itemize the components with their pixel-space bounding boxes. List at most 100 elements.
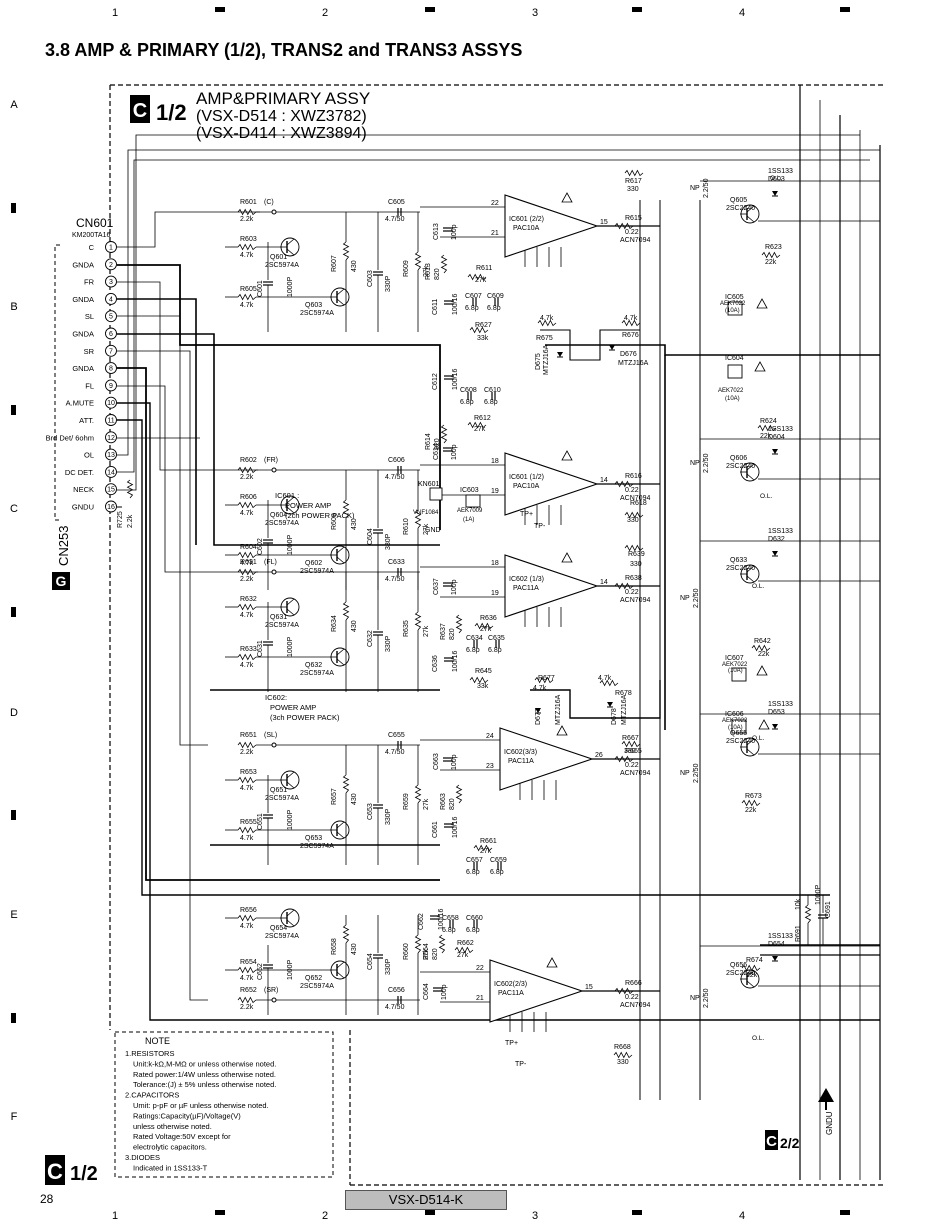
- grid-marks: [11, 7, 850, 1215]
- ic604-label: IC604: [725, 355, 744, 362]
- ic602-note: (3ch POWER PACK): [270, 713, 340, 722]
- ic-pin: 15: [585, 984, 593, 991]
- grid-tick: [11, 1013, 16, 1023]
- wire: [746, 565, 755, 573]
- d677-label: D677: [535, 708, 542, 725]
- r662-value: 27k: [457, 952, 469, 959]
- connector-pin: [105, 327, 117, 340]
- transistor-symbol: [740, 564, 760, 584]
- wire: [286, 771, 295, 779]
- power-amp-ic-symbol: [504, 554, 599, 618]
- resistor-symbol: [237, 568, 257, 576]
- wire: [286, 608, 295, 616]
- output-resistor-label: R638: [625, 575, 642, 582]
- ic-pin: 14: [600, 579, 608, 586]
- assy-variant-2: (VSX-D414 : XWZ3894): [196, 125, 367, 142]
- assy-badge: [130, 95, 150, 123]
- channel-tag: (FR): [264, 457, 278, 464]
- coupling-cap-label: C633: [388, 559, 405, 566]
- ic-pin: 21: [491, 230, 499, 237]
- np-cap-value: 2.2/50: [693, 763, 700, 783]
- c636-value: 100/16: [452, 650, 459, 672]
- gndu-label: GNDU: [825, 1111, 834, 1135]
- ic-pin: 18: [491, 458, 499, 465]
- ic-label: IC601 (1/2): [509, 474, 544, 481]
- input-resistor-label: R652: [240, 987, 257, 994]
- input-resistor-label: R601: [240, 199, 257, 206]
- connector-pin-number: 1: [109, 245, 113, 252]
- connector-pin-number: 5: [109, 314, 113, 321]
- side-badge: [52, 572, 70, 590]
- r613-label: R613: [425, 263, 432, 280]
- np-cap-value: 2.2/50: [703, 988, 710, 1008]
- connector-pin-label: NECK: [73, 485, 94, 494]
- tp-minus: TP-: [515, 1061, 527, 1068]
- resistor-symbol: [757, 424, 777, 432]
- cap-value: 1000P: [287, 959, 294, 980]
- resistor-symbol: [455, 614, 463, 634]
- connector-pin: [105, 258, 117, 271]
- c611-label: C611: [432, 299, 439, 315]
- wire: [286, 506, 295, 514]
- ic606-box: [731, 719, 747, 734]
- test-point: [271, 467, 277, 473]
- wire: [286, 248, 295, 256]
- r676-label: R676: [622, 332, 639, 339]
- c658-value: 6.8p: [442, 927, 456, 934]
- ic601-note: POWER AMP: [285, 501, 331, 510]
- resistor-symbol: [342, 924, 350, 944]
- wire: [117, 159, 870, 473]
- feedback-resistor-label: R660: [403, 943, 410, 960]
- ic-part: PAC11A: [498, 990, 524, 997]
- diode-symbol: [772, 551, 778, 556]
- cap-value: 330P: [385, 635, 392, 652]
- page-number: 28: [40, 1192, 54, 1206]
- diode-symbol: [535, 708, 541, 713]
- transistor-symbol: [740, 969, 760, 989]
- resistor-symbol: [342, 499, 350, 519]
- d676-part: MTZJ16A: [618, 360, 649, 367]
- input-resistor-value: 2.2k: [240, 216, 254, 223]
- ic-pin: 23: [486, 763, 494, 770]
- base-resistor-label: R653: [240, 769, 257, 776]
- resistor-symbol: [237, 776, 257, 784]
- r637-label: R637: [440, 623, 447, 640]
- c609-value: 6.8p: [487, 305, 501, 312]
- c659-value: 6.8p: [490, 869, 504, 876]
- collector-resistor-label: R658: [331, 938, 338, 955]
- resistor-symbol: [414, 784, 422, 804]
- collector-resistor-label: R607: [331, 255, 338, 272]
- page-frame: [54, 84, 885, 1186]
- wire: [117, 149, 880, 456]
- model-footer: VSX-D514-K: [345, 1190, 507, 1210]
- ic605-label: IC605: [725, 294, 744, 301]
- c661-label: C661: [432, 821, 439, 838]
- transistor-part: 2SC5974A: [300, 568, 334, 575]
- test-point: [271, 997, 277, 1003]
- caution-icon: [758, 719, 770, 730]
- r667-value: 330: [624, 748, 636, 755]
- ic603-part: AEK7009: [457, 508, 483, 514]
- resistor-symbol: [440, 424, 448, 444]
- resistor-symbol: [473, 844, 493, 852]
- output-diode-label: D604: [768, 434, 785, 441]
- coupling-cap-value: 4.7/50: [385, 576, 405, 583]
- resistor-symbol: [237, 996, 257, 1004]
- connector-pin: [105, 500, 117, 513]
- resistor-symbol: [469, 326, 489, 334]
- c613-label: C613: [433, 223, 440, 240]
- r663-label: R663: [440, 793, 447, 810]
- cap-label: C632: [367, 630, 374, 647]
- tp-plus: TP+: [505, 1040, 518, 1047]
- d677-part: MTZJ16A: [555, 694, 562, 725]
- resistor-symbol: [474, 622, 494, 630]
- output-resistor-value: 0.22: [625, 229, 639, 236]
- c612-value: 100/16: [452, 368, 459, 390]
- connector-pin-number: 6: [109, 331, 113, 338]
- cap-value: 1000P: [287, 809, 294, 830]
- transistor-label: Q603: [305, 302, 322, 309]
- resistor-symbol: [237, 293, 257, 301]
- grid-tick: [11, 810, 16, 820]
- ic-pin: 14: [600, 477, 608, 484]
